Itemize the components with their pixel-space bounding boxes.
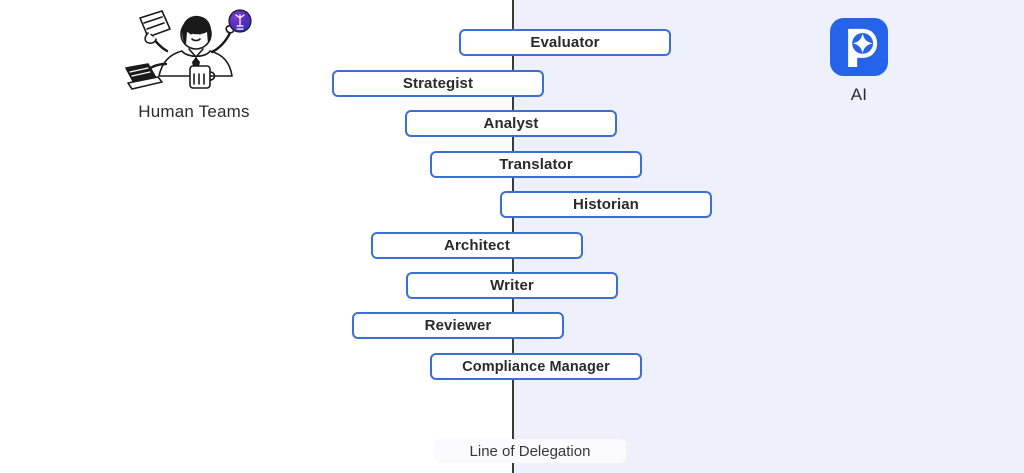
- line-of-delegation-label: Line of Delegation: [434, 439, 626, 463]
- role-box-compliance-manager[interactable]: Compliance Manager: [430, 353, 642, 380]
- human-teams-caption: Human Teams: [138, 102, 250, 121]
- ai-label-group: AI: [784, 18, 934, 105]
- ai-zone-background: [514, 0, 1024, 473]
- role-box-reviewer[interactable]: Reviewer: [352, 312, 564, 339]
- role-box-translator[interactable]: Translator: [430, 151, 642, 178]
- ai-caption: AI: [850, 85, 868, 104]
- ai-sparkle-logo-icon: [830, 18, 888, 76]
- role-box-historian[interactable]: Historian: [500, 191, 712, 218]
- human-multitasking-illustration: [125, 9, 252, 90]
- role-box-strategist[interactable]: Strategist: [332, 70, 544, 97]
- role-box-architect[interactable]: Architect: [371, 232, 583, 259]
- role-box-evaluator[interactable]: Evaluator: [459, 29, 671, 56]
- human-teams-label-group: Human Teams: [104, 2, 284, 122]
- role-box-analyst[interactable]: Analyst: [405, 110, 617, 137]
- role-box-writer[interactable]: Writer: [406, 272, 618, 299]
